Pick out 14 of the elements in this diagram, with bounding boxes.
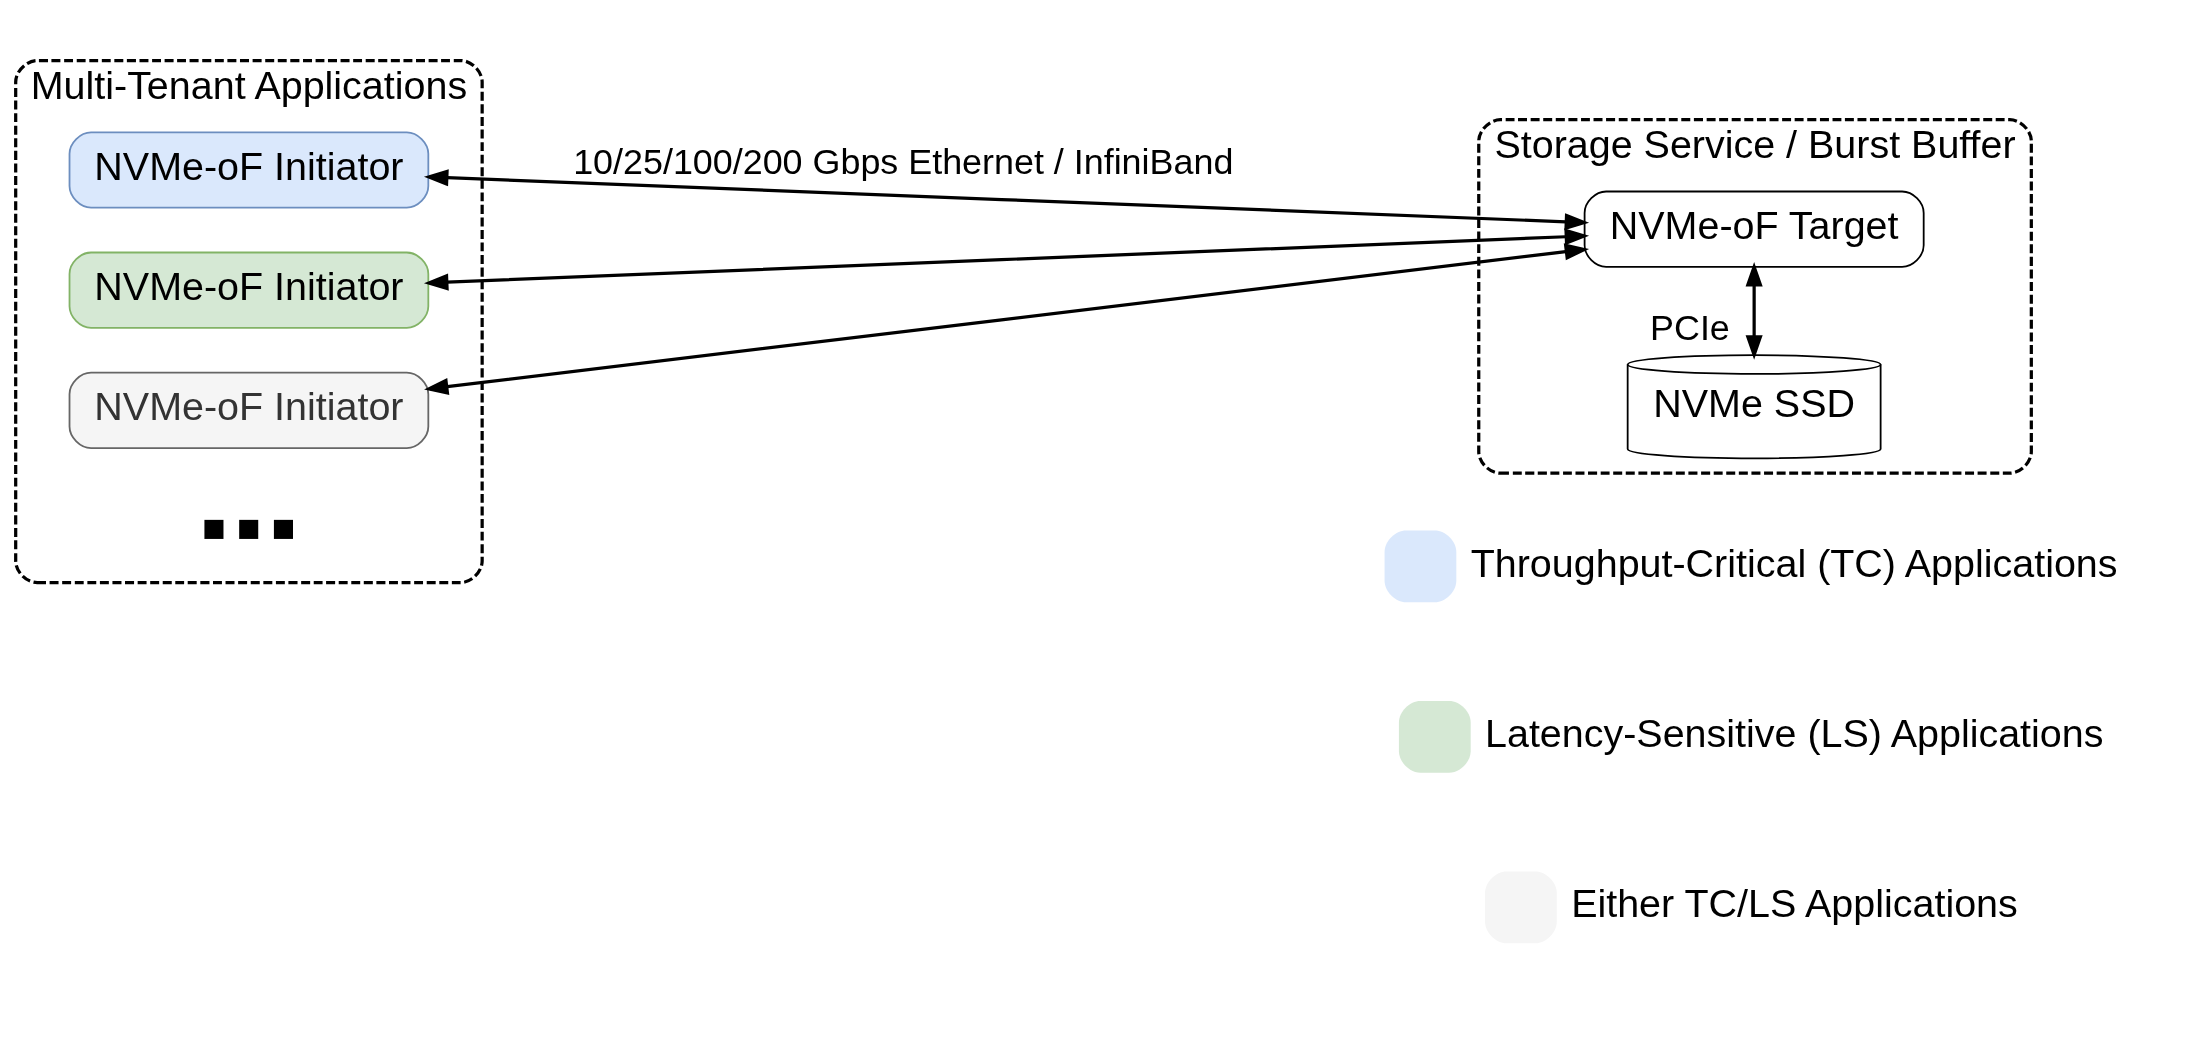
arrow	[1745, 262, 1763, 360]
arrow	[424, 228, 1590, 291]
node-box: NVMe-oF Initiator	[68, 251, 430, 329]
edge-label: PCIe	[1650, 308, 1730, 349]
node-box: NVMe-oF Initiator	[68, 371, 430, 449]
label: ■ ■ ■	[202, 504, 296, 549]
node-box: NVMe-oF Initiator	[68, 131, 430, 209]
arrow	[424, 169, 1590, 231]
legend-label: Latency-Sensitive (LS) Applications	[1485, 710, 2104, 755]
legend-label: Either TC/LS Applications	[1571, 881, 2018, 926]
edge-label: 10/25/100/200 Gbps Ethernet / InfiniBand	[573, 141, 1234, 182]
legend-label: Throughput-Critical (TC) Applications	[1470, 540, 2118, 585]
node-box: NVMe-oF Target	[1583, 190, 1925, 268]
arrow	[424, 243, 1590, 395]
